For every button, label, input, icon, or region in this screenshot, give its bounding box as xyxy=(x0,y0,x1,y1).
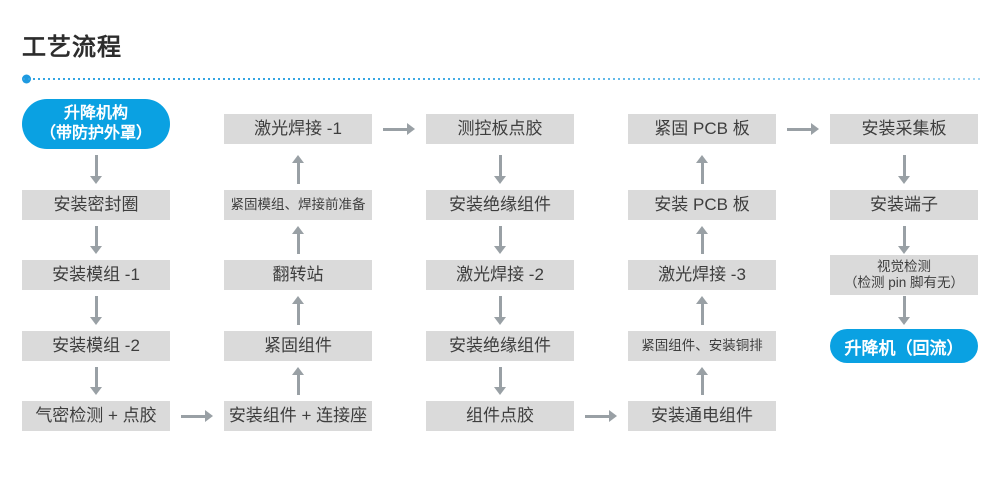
flow-step: 组件点胶 xyxy=(426,401,574,431)
arrow-down-icon xyxy=(898,220,910,260)
arrow-right-icon xyxy=(776,121,830,137)
arrow-down-icon xyxy=(898,149,910,190)
flow-step: 激光焊接 -2 xyxy=(426,260,574,290)
flow-step: 紧固模组、焊接前准备 xyxy=(224,190,372,220)
flow-step: 安装 PCB 板 xyxy=(628,190,776,220)
arrow-up-icon xyxy=(292,361,304,401)
flow-step: 气密检测 + 点胶 xyxy=(22,401,170,431)
arrow-down-icon xyxy=(90,290,102,331)
flow-step: 紧固组件 xyxy=(224,331,372,361)
flow-step: 安装密封圈 xyxy=(22,190,170,220)
arrow-down-icon xyxy=(898,290,910,331)
arrow-down-icon xyxy=(494,361,506,401)
flow-step: 安装绝缘组件 xyxy=(426,331,574,361)
arrow-down-icon xyxy=(494,149,506,190)
page-title: 工艺流程 xyxy=(22,34,122,61)
flow-step: 测控板点胶 xyxy=(426,114,574,144)
flow-step: 激光焊接 -3 xyxy=(628,260,776,290)
arrow-right-icon xyxy=(574,408,628,424)
arrow-up-icon xyxy=(292,220,304,260)
arrow-down-icon xyxy=(494,290,506,331)
arrow-up-icon xyxy=(696,149,708,190)
flow-step: 安装模组 -2 xyxy=(22,331,170,361)
arrow-down-icon xyxy=(90,220,102,260)
flow-step: 安装组件 + 连接座 xyxy=(224,401,372,431)
flow-step: 视觉检测 （检测 pin 脚有无） xyxy=(830,255,978,295)
arrow-down-icon xyxy=(494,220,506,260)
arrow-up-icon xyxy=(696,220,708,260)
arrow-up-icon xyxy=(292,290,304,331)
flow-step: 激光焊接 -1 xyxy=(224,114,372,144)
flow-step: 安装通电组件 xyxy=(628,401,776,431)
flow-step: 安装绝缘组件 xyxy=(426,190,574,220)
arrow-up-icon xyxy=(696,361,708,401)
flow-step: 安装模组 -1 xyxy=(22,260,170,290)
flow-step: 安装采集板 xyxy=(830,114,978,144)
flow-start-node: 升降机构 （带防护外罩） xyxy=(22,99,170,149)
arrow-up-icon xyxy=(696,290,708,331)
arrow-right-icon xyxy=(372,121,426,137)
flow-step: 紧固组件、安装铜排 xyxy=(628,331,776,361)
flow-end-node: 升降机（回流） xyxy=(830,329,978,363)
title-underline xyxy=(22,74,980,84)
flow-step: 紧固 PCB 板 xyxy=(628,114,776,144)
arrow-down-icon xyxy=(90,361,102,401)
dotted-rule xyxy=(23,78,980,80)
arrow-right-icon xyxy=(170,408,224,424)
flow-diagram: 升降机构 （带防护外罩） 安装密封圈 安装模组 -1 安装模组 -2 气密检测 … xyxy=(22,99,993,431)
flow-step: 安装端子 xyxy=(830,190,978,220)
page-header: 工艺流程 xyxy=(0,0,993,84)
arrow-up-icon xyxy=(292,149,304,190)
arrow-down-icon xyxy=(90,149,102,190)
flow-step: 翻转站 xyxy=(224,260,372,290)
